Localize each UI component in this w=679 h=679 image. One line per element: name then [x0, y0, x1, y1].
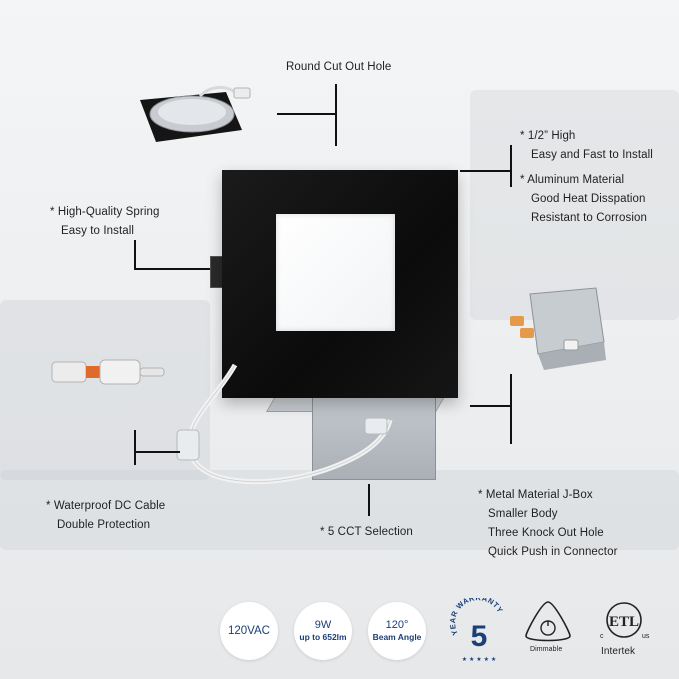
callout-line-cable-horizontal — [134, 451, 180, 453]
dimmable-icon — [525, 601, 571, 642]
callout-line-spring-vertical — [134, 240, 136, 270]
badge-angle-text: 120° — [385, 619, 409, 631]
callout-aluminum-desc-1: Good Heat Disspation — [531, 193, 646, 205]
badge-voltage-text: 120VAC — [228, 625, 270, 637]
badge-beam-angle: 120° Beam Angle — [368, 602, 426, 660]
callout-spring-desc: Easy to Install — [61, 225, 135, 237]
etl-certification-icon: ETL c us — [600, 602, 650, 640]
background-counter — [0, 470, 679, 550]
callout-line-height-vertical — [510, 145, 512, 187]
callout-height-desc: Easy and Fast to Install — [531, 149, 653, 161]
callout-cable-desc: Double Protection — [57, 519, 151, 531]
callout-jbox-title: * Metal Material J-Box — [478, 489, 593, 501]
thumbnail-waterproof-connector — [51, 359, 165, 385]
badge-lumens-text: up to 652lm — [299, 632, 347, 642]
warranty-seal-icon: YEAR WARRANTY 5 ★ ★ ★ ★ ★ — [448, 598, 504, 663]
background-cabinet-right — [470, 90, 679, 320]
etl-mark: ETL — [609, 614, 639, 630]
dc-cable — [176, 363, 393, 485]
callout-spring-title: * High-Quality Spring — [50, 206, 160, 218]
callout-jbox-desc-3: Quick Push in Connector — [488, 546, 618, 558]
callout-jbox-desc-2: Three Knock Out Hole — [488, 527, 604, 539]
background-cabinet-left — [0, 300, 210, 480]
callout-line-jbox-vertical — [510, 374, 512, 444]
etl-c-mark: c — [600, 633, 604, 640]
thumbnail-round-cutout — [140, 86, 251, 142]
led-panel-trim — [222, 170, 458, 398]
badge-watt-text: 9W — [314, 619, 332, 631]
callout-cable-title: * Waterproof DC Cable — [46, 500, 166, 512]
callout-line-height-horizontal — [460, 170, 511, 172]
callout-line-cutout-horizontal — [277, 113, 336, 115]
callout-jbox-desc-1: Smaller Body — [488, 508, 558, 520]
callout-line-spring-horizontal — [134, 268, 210, 270]
callout-aluminum-title: * Aluminum Material — [520, 174, 625, 186]
badge-angle-label: Beam Angle — [372, 632, 422, 642]
badge-wattage: 9W up to 652lm — [294, 602, 352, 660]
callout-line-cct-vertical — [368, 484, 370, 516]
etl-us-mark: us — [642, 633, 650, 640]
intertek-label: Intertek — [601, 646, 636, 657]
callout-round-cutout: Round Cut Out Hole — [286, 61, 392, 73]
callout-line-cutout-vertical — [335, 84, 337, 146]
callout-cct: * 5 CCT Selection — [320, 526, 413, 538]
callout-aluminum-desc-2: Resistant to Corrosion — [531, 212, 647, 224]
callout-line-cable-vertical — [134, 430, 136, 465]
thumbnail-junction-box — [510, 287, 606, 370]
warranty-stars-icon: ★ ★ ★ ★ ★ — [462, 656, 497, 663]
callout-line-jbox-horizontal — [470, 405, 511, 407]
warranty-years: 5 — [471, 620, 488, 653]
badge-voltage: 120VAC — [220, 602, 278, 660]
led-panel-lens — [276, 214, 395, 331]
callout-height-title: * 1/2” High — [520, 130, 576, 142]
dimmable-label: Dimmable — [530, 646, 563, 653]
